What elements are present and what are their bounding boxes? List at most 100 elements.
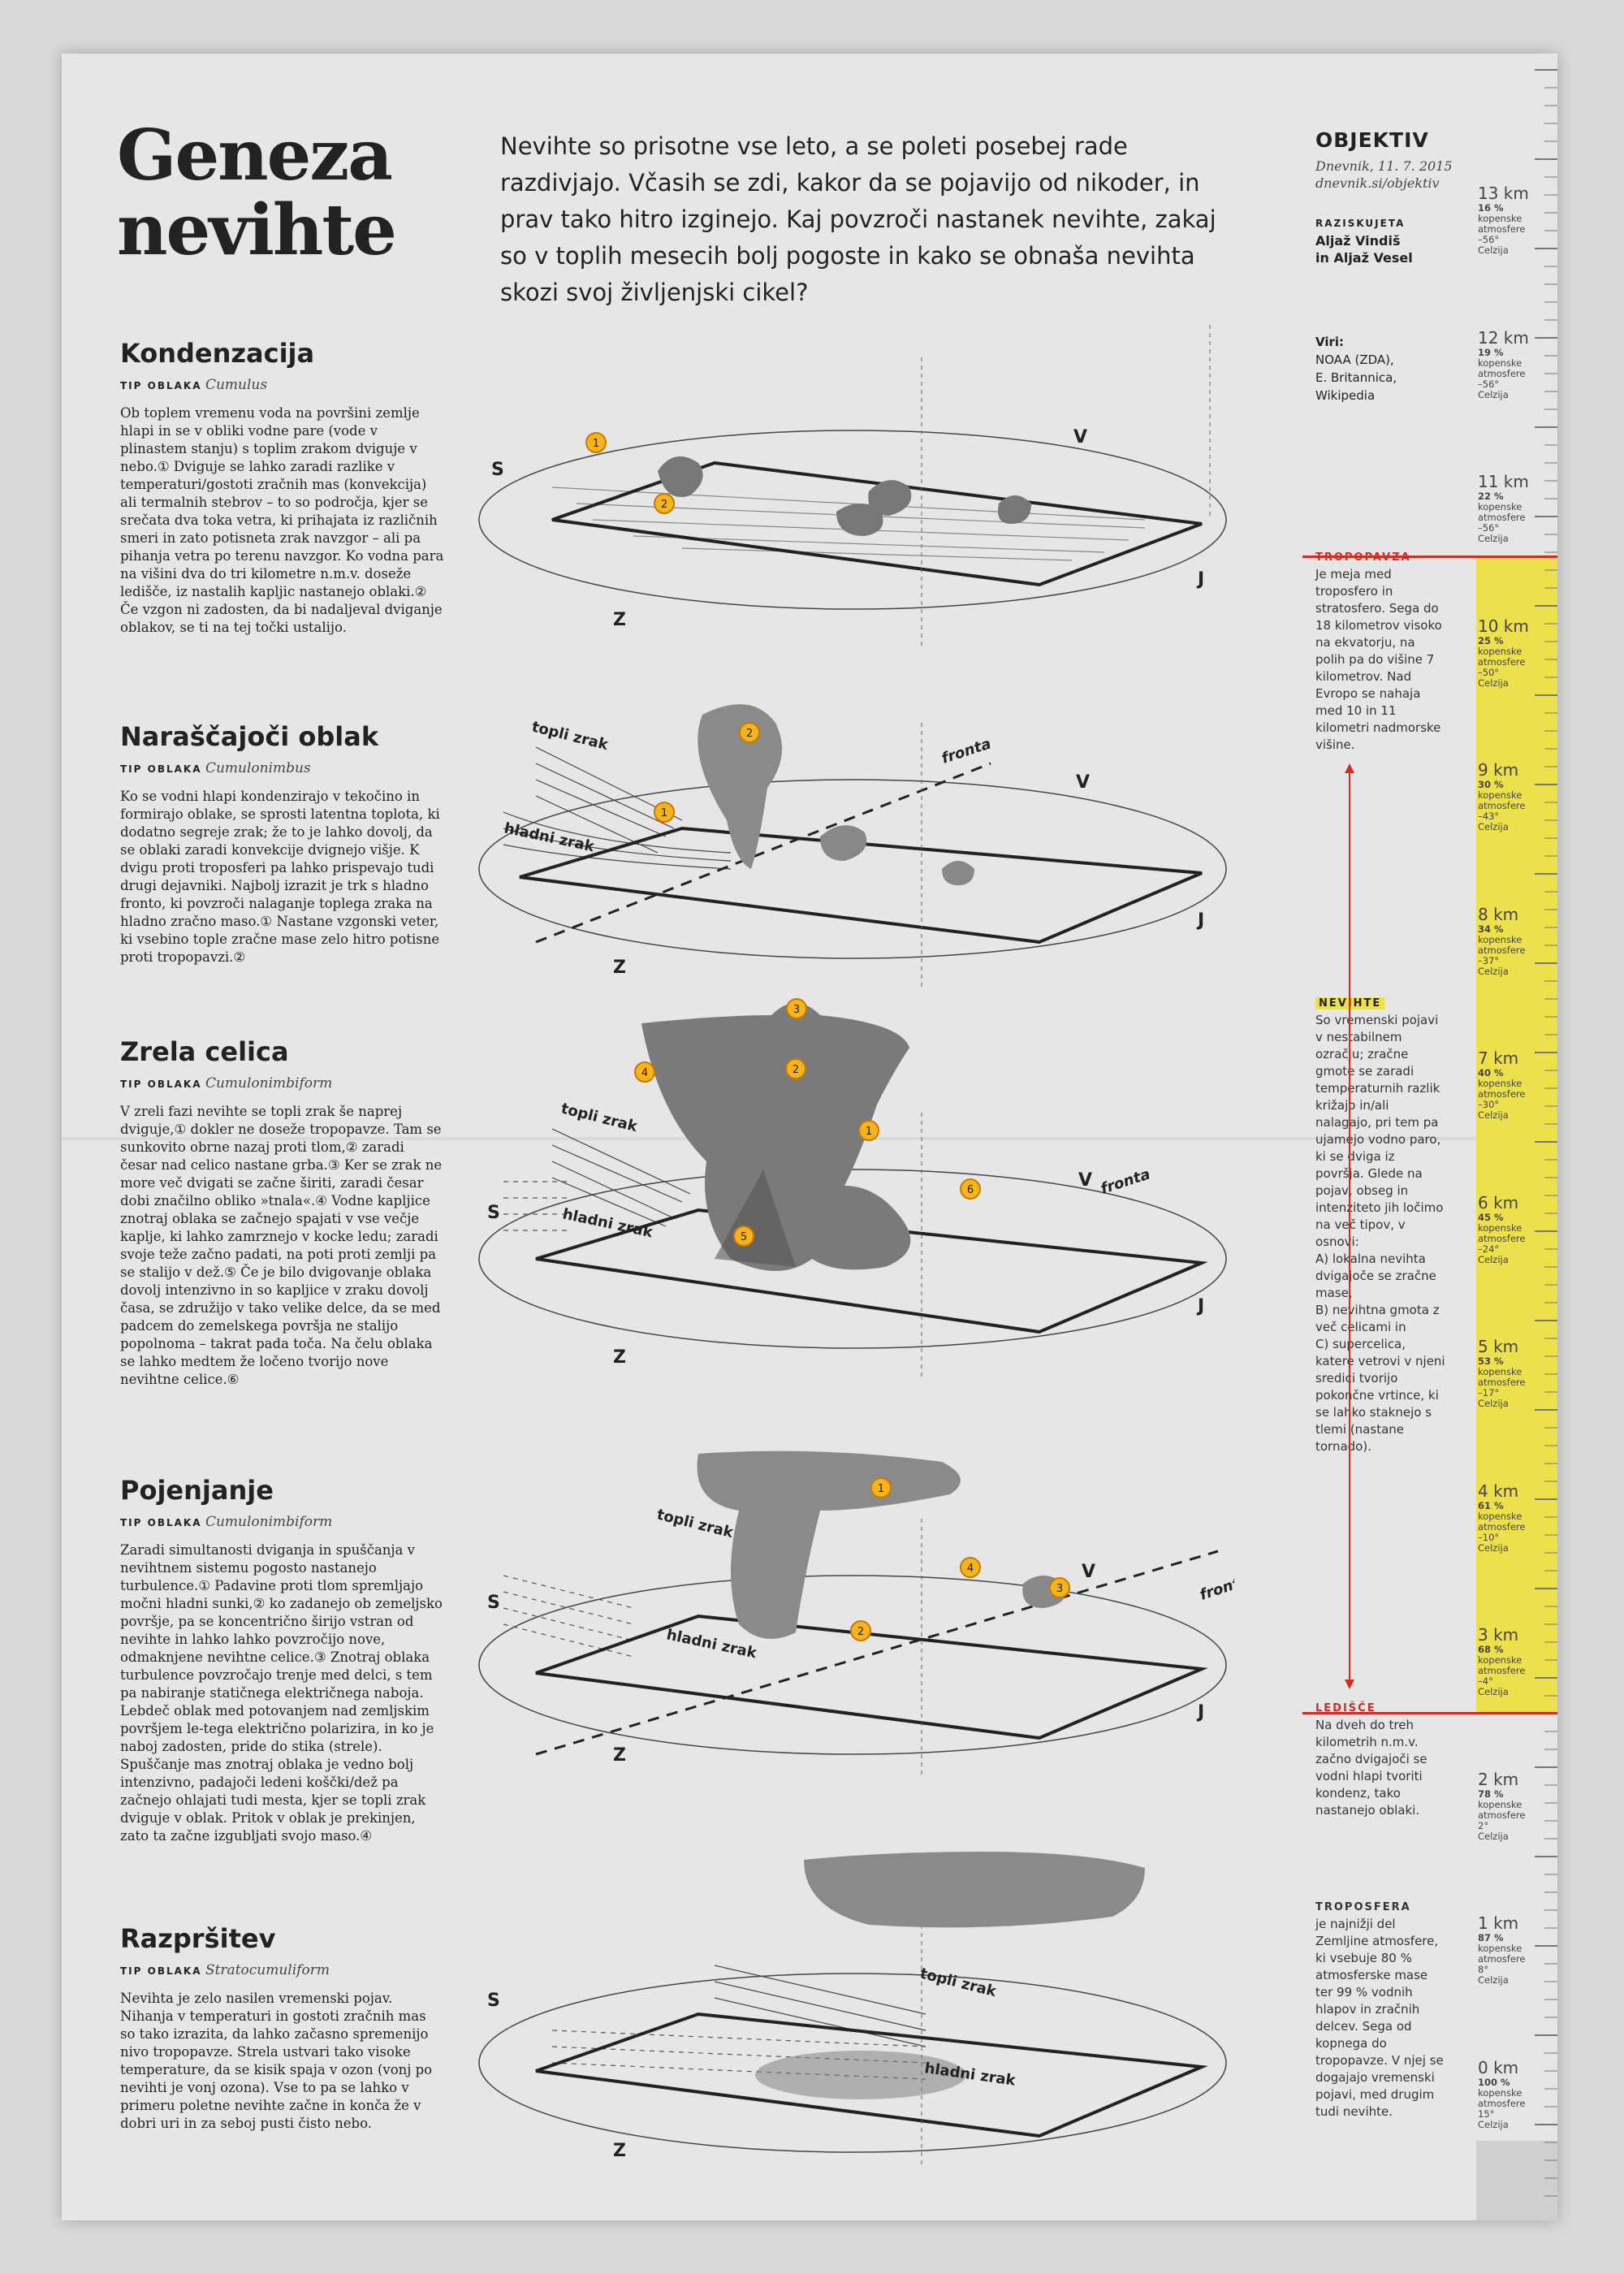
scale-unit: atmosfere <box>1478 1809 1526 1821</box>
scale-unit: Celzija <box>1478 1830 1509 1842</box>
author-2: in Aljaž Vesel <box>1315 250 1413 266</box>
section-narascajoci-oblak: Naraščajoči oblak TIP OBLAKA Cumulonimbu… <box>120 721 445 966</box>
scale-unit: Celzija <box>1478 388 1509 400</box>
altitude-ruler <box>1476 54 1557 2220</box>
compass-j: J <box>1196 569 1204 590</box>
scale-temp: –56° <box>1478 234 1500 245</box>
section-title: Zrela celica <box>120 1036 289 1067</box>
compass-j: J <box>1196 1702 1204 1723</box>
cloud-type-value: Cumulus <box>205 377 268 393</box>
scale-temp: 2° <box>1478 1819 1489 1831</box>
brand-url: dnevnik.si/objektiv <box>1315 175 1440 191</box>
scale-km: 0 km <box>1478 2057 1519 2077</box>
scale-unit: Celzija <box>1478 1974 1509 1986</box>
scale-pct: 40 % <box>1478 1067 1504 1079</box>
scale-unit: Celzija <box>1478 244 1509 256</box>
scale-unit: atmosfere <box>1478 2097 1526 2109</box>
compass-z: Z <box>613 2141 626 2161</box>
diagram-zrela-celica: 3 4 2 1 5 6 topli zrak hladni zrak front… <box>478 998 1227 1381</box>
scale-unit: Celzija <box>1478 2118 1509 2130</box>
cloud-type-label: TIP OBLAKA <box>120 380 202 391</box>
range-arrow <box>1345 763 1354 1689</box>
tropopavza-line <box>1302 556 1557 558</box>
brand-info: Dnevnik, 11. 7. 2015 dnevnik.si/objektiv <box>1315 158 1453 192</box>
scale-pct: 53 % <box>1478 1355 1504 1367</box>
research-label: RAZISKUJETA <box>1315 218 1406 229</box>
scale-unit: atmosfere <box>1478 367 1526 379</box>
scale-pct: 61 % <box>1478 1499 1504 1511</box>
marker-1 <box>858 1120 879 1141</box>
compass-v: V <box>1082 1562 1095 1582</box>
scale-temp: –4° <box>1478 1675 1493 1687</box>
scale-unit: atmosfere <box>1478 1665 1526 1676</box>
ground-band <box>1476 2141 1557 2220</box>
section-text: Ko se vodni hlapi kondenzirajo v tekočin… <box>120 789 440 965</box>
scale-km: 4 km <box>1478 1481 1519 1501</box>
label-fronta: fronta <box>1099 1165 1152 1197</box>
marker-2 <box>850 1620 871 1641</box>
cloud-type-label: TIP OBLAKA <box>120 763 202 775</box>
marker-2-label: 2 <box>746 728 753 740</box>
compass-s: S <box>487 1203 500 1223</box>
cloud-type: TIP OBLAKA Cumulus <box>120 377 445 393</box>
title-line-2: nevihte <box>117 189 397 271</box>
note-text-a: A) lokalna nevihta dvigajoče se zračne m… <box>1315 1252 1436 1300</box>
source-1: NOAA (ZDA), <box>1315 352 1394 367</box>
cloud-type: TIP OBLAKA Cumulonimbus <box>120 760 445 776</box>
marker-1 <box>654 802 675 823</box>
section-zrela-celica: Zrela celica TIP OBLAKA Cumulonimbiform … <box>120 1036 445 1389</box>
diagram-pojenjanje: 1 4 3 2 topli zrak hladni zrak fronta V … <box>478 1450 1234 1779</box>
scale-unit: Celzija <box>1478 1253 1509 1265</box>
scale-unit: atmosfere <box>1478 800 1526 811</box>
scale-pct: 68 % <box>1478 1644 1504 1655</box>
cloud-type-value: Cumulonimbiform <box>205 1075 333 1092</box>
scale-pct: 19 % <box>1478 346 1504 358</box>
marker-1 <box>585 432 607 453</box>
note-troposfera: TROPOSFERA je najnižji del Zemljine atmo… <box>1315 1899 1445 2121</box>
note-tropopavza: TROPOPAVZA Je meja med troposfero in str… <box>1315 549 1445 754</box>
scale-km: 6 km <box>1478 1192 1519 1213</box>
cloud-type-value: Cumulonimbus <box>205 760 311 776</box>
scale-km: 9 km <box>1478 760 1519 780</box>
scale-pct: 34 % <box>1478 923 1504 935</box>
scale-km: 3 km <box>1478 1625 1519 1645</box>
section-title: Razpršitev <box>120 1923 276 1954</box>
scale-unit: Celzija <box>1478 1686 1509 1697</box>
scale-km: 12 km <box>1478 327 1529 348</box>
scale-temp: –10° <box>1478 1531 1500 1543</box>
compass-v: V <box>1076 772 1090 793</box>
scale-unit: kopenske <box>1478 1221 1522 1234</box>
note-text: Je meja med troposfero in stratosfero. S… <box>1315 567 1442 752</box>
source-2: E. Britannica, <box>1315 370 1397 385</box>
cloud-type-label: TIP OBLAKA <box>120 1965 202 1977</box>
scale-unit: Celzija <box>1478 1109 1509 1121</box>
marker-1 <box>870 1477 892 1498</box>
label-topli-zrak: topli zrak <box>655 1506 736 1541</box>
section-text: Nevihta je zelo nasilen vremenski pojav.… <box>120 1991 433 2131</box>
scale-unit: kopenske <box>1478 501 1522 512</box>
marker-2-label: 2 <box>857 1626 864 1638</box>
section-title: Naraščajoči oblak <box>120 721 379 752</box>
compass-z: Z <box>613 610 626 630</box>
brand-date: Dnevnik, 11. 7. 2015 <box>1315 158 1453 174</box>
cloud-type: TIP OBLAKA Cumulonimbiform <box>120 1514 445 1530</box>
cloud-type-value: Stratocumuliform <box>205 1962 330 1978</box>
scale-unit: atmosfere <box>1478 1088 1526 1100</box>
label-fronta: fronta <box>939 735 993 767</box>
cloud-type: TIP OBLAKA Stratocumuliform <box>120 1962 445 1978</box>
note-title: LEDIŠČE <box>1315 1702 1376 1714</box>
section-razprsitev: Razpršitev TIP OBLAKA Stratocumuliform N… <box>120 1923 445 2133</box>
scale-unit: Celzija <box>1478 821 1509 832</box>
sources-block: Viri: NOAA (ZDA), E. Britannica, Wikiped… <box>1315 333 1397 404</box>
scale-unit: Celzija <box>1478 965 1509 977</box>
note-text-c: C) supercelica, katere vetrovi v njeni s… <box>1315 1337 1445 1454</box>
scale-temp: –43° <box>1478 811 1500 822</box>
scale-temp: –24° <box>1478 1243 1500 1255</box>
